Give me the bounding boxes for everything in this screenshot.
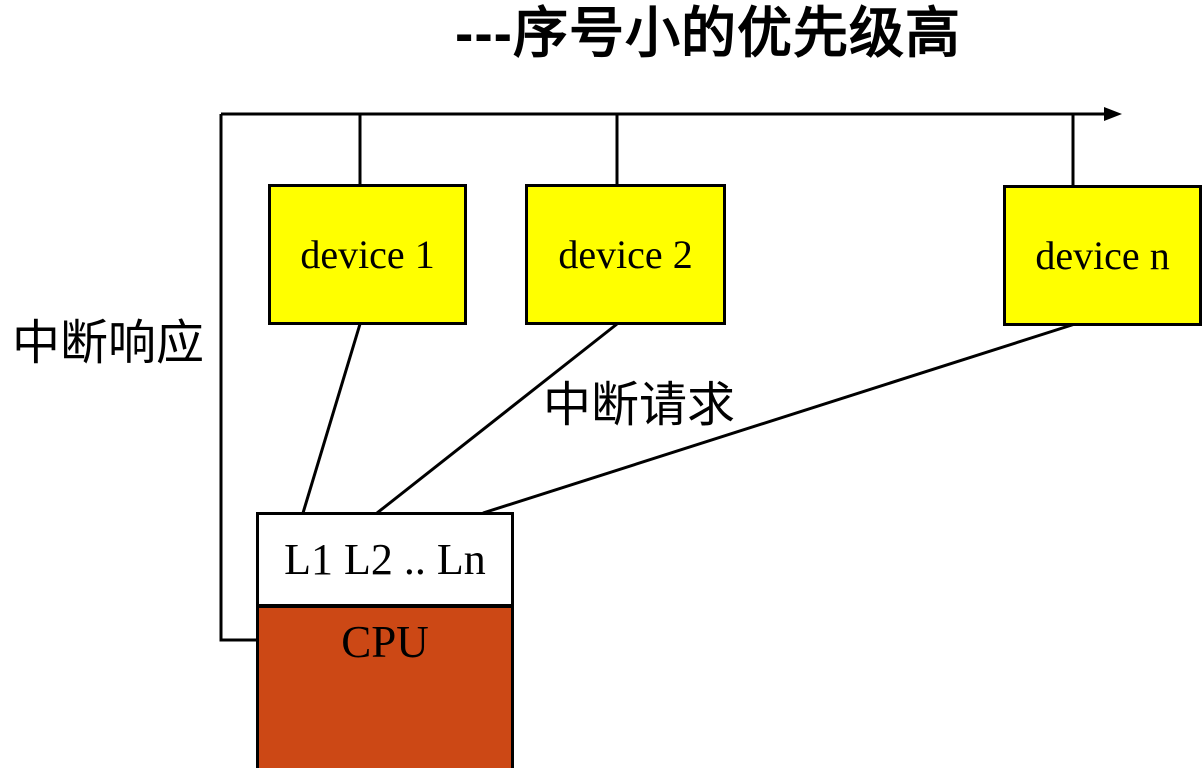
device-1-box: device 1 <box>268 184 467 325</box>
interrupt-lines-label: L1 L2 .. Ln <box>284 535 486 584</box>
interrupt-lines-box: L1 L2 .. Ln <box>256 512 514 607</box>
cpu-label: CPU <box>341 617 429 667</box>
interrupt-response-line <box>219 114 258 642</box>
device-n-box: device n <box>1003 185 1202 326</box>
interrupt-request-label: 中断请求 <box>543 379 736 432</box>
cpu-box: CPU <box>256 605 514 768</box>
cpu-unit: L1 L2 .. Ln CPU <box>256 512 514 768</box>
device-2-box: device 2 <box>525 184 726 325</box>
device-1-label: device 1 <box>300 232 435 277</box>
request-line-device-n <box>482 322 1076 515</box>
request-line-device-1 <box>301 323 362 514</box>
request-line-device-2 <box>376 322 618 515</box>
bus-arrowhead-icon <box>1104 107 1122 121</box>
diagram-title: ---序号小的优先级高 <box>455 2 961 64</box>
device-2-label: device 2 <box>558 232 693 277</box>
interrupt-response-label: 中断响应 <box>12 317 205 370</box>
device-n-label: device n <box>1035 233 1170 278</box>
